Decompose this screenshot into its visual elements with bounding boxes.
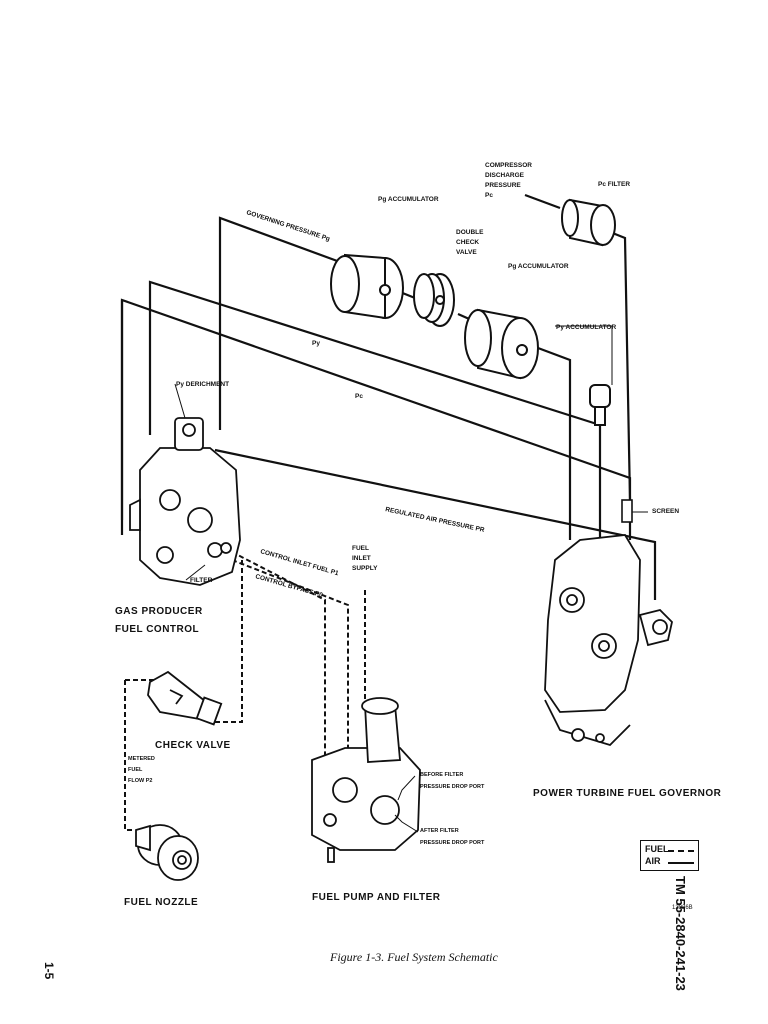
governing-pressure-label: GOVERNING PRESSURE Pg — [245, 209, 330, 243]
screen — [621, 499, 633, 523]
before-filter-label-1: BEFORE FILTER — [420, 772, 463, 778]
filter-label: FILTER — [190, 577, 213, 584]
pc-filter-line — [524, 193, 632, 501]
legend-fuel-label: FUEL — [645, 844, 669, 854]
compressor-label-2: DISCHARGE — [485, 172, 525, 179]
after-filter-label-2: PRESSURE DROP PORT — [420, 840, 485, 846]
drawing-number: 12826B — [672, 905, 693, 911]
double-check-valve — [413, 273, 455, 327]
py-accumulator — [589, 384, 611, 426]
after-filter-label-1: AFTER FILTER — [420, 828, 459, 834]
fuel-nozzle-title: FUEL NOZZLE — [124, 897, 198, 908]
leader-lines — [174, 325, 648, 833]
fuel-nozzle — [135, 824, 199, 881]
pc-filter-label: Pc FILTER — [598, 181, 630, 188]
metered-label-3: FLOW P2 — [128, 778, 152, 784]
compressor-label-4: Pc — [485, 192, 493, 199]
compressor-label-1: COMPRESSOR — [485, 162, 532, 169]
governing-pressure-line — [218, 216, 341, 430]
tm-number: TM 55-2840-241-23 — [673, 876, 688, 991]
check-valve-title: CHECK VALVE — [155, 740, 231, 751]
py-accumulator-label: Py ACCUMULATOR — [556, 324, 616, 331]
power-turbine-title: POWER TURBINE FUEL GOVERNOR — [533, 788, 722, 799]
py-line — [148, 280, 602, 570]
pc-line-label: Pc — [355, 393, 363, 400]
control-bypass-label: CONTROL BYPASS P0 — [254, 573, 323, 599]
py-line-label: Py — [312, 340, 320, 347]
pg-accumulator-top — [330, 253, 404, 320]
check-valve — [147, 670, 223, 726]
py-derichment-label: Py DERICHMENT — [176, 381, 229, 388]
control-bypass-line — [231, 559, 349, 760]
regulated-air-line — [214, 448, 657, 600]
double-check-label-3: VALVE — [456, 249, 477, 256]
regulated-air-label: REGULATED AIR PRESSURE PR — [385, 506, 486, 534]
legend-air-line — [668, 862, 694, 864]
fuel-pump-and-filter — [311, 697, 421, 863]
power-turbine-fuel-governor — [544, 534, 673, 747]
before-filter-label-2: PRESSURE DROP PORT — [420, 784, 485, 790]
gas-producer-fuel-control — [129, 417, 241, 586]
pg-accumulator-mid — [464, 308, 539, 380]
metered-fuel-line — [124, 679, 155, 831]
pg-accumulator-mid-label: Pg ACCUMULATOR — [508, 263, 569, 270]
screen-label: SCREEN — [652, 508, 679, 515]
fuel-pump-title: FUEL PUMP AND FILTER — [312, 892, 441, 903]
compressor-label-3: PRESSURE — [485, 182, 521, 189]
check-valve-feed-line — [215, 560, 243, 723]
metered-label-1: METERED — [128, 756, 155, 762]
pc-filter — [561, 198, 616, 247]
fuel-lines — [124, 551, 366, 831]
gas-producer-title-1: GAS PRODUCER — [115, 606, 203, 617]
double-check-label-1: DOUBLE — [456, 229, 484, 236]
pg-accumulator-top-label: Pg ACCUMULATOR — [378, 196, 439, 203]
page-number: 1-5 — [42, 962, 56, 980]
fuel-inlet-label-3: SUPPLY — [352, 565, 378, 572]
figure-caption: Figure 1-3. Fuel System Schematic — [330, 950, 498, 964]
fuel-inlet-label-1: FUEL — [352, 545, 369, 552]
metered-label-2: FUEL — [128, 767, 143, 773]
legend-air-label: AIR — [645, 856, 661, 866]
line-legend: FUEL AIR — [640, 840, 699, 871]
fuel-inlet-label-2: INLET — [352, 555, 371, 562]
gas-producer-title-2: FUEL CONTROL — [115, 624, 199, 635]
legend-fuel-line — [668, 850, 694, 852]
double-check-label-2: CHECK — [456, 239, 479, 246]
control-inlet-line — [231, 551, 326, 760]
